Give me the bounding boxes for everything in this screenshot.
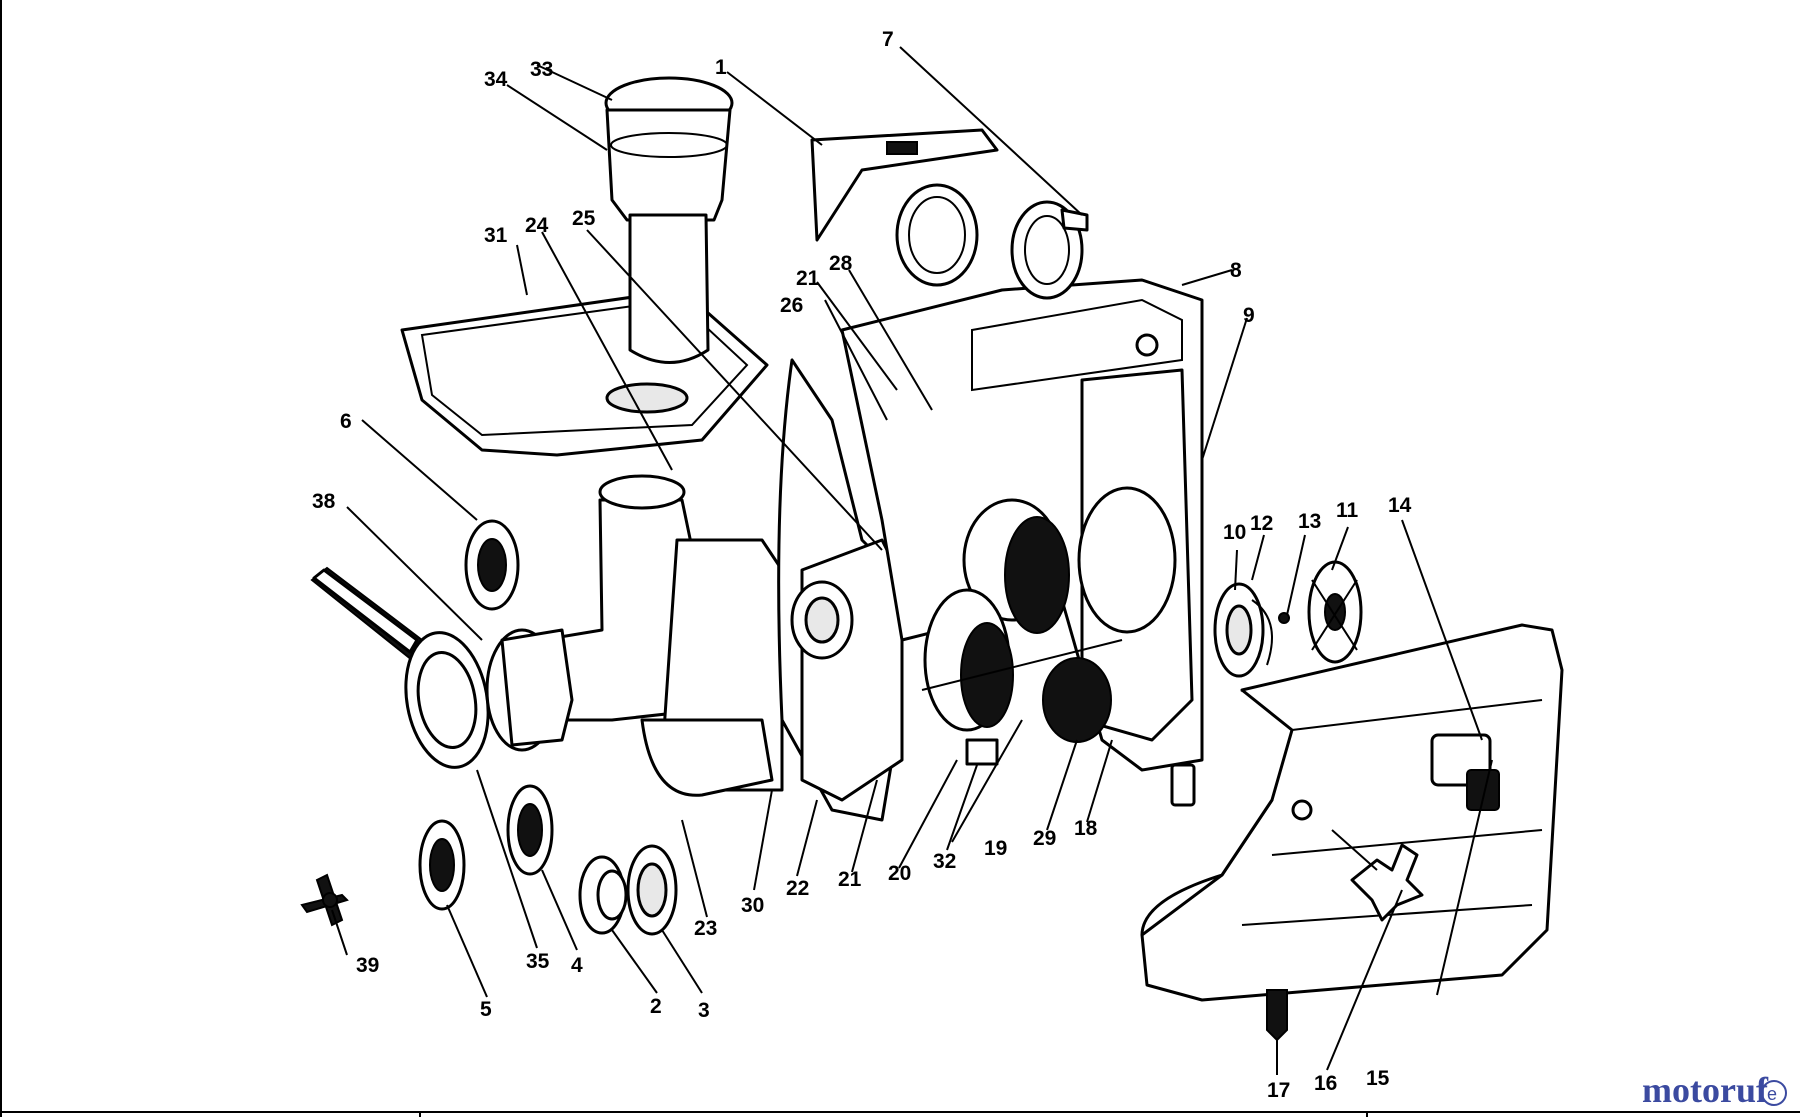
label-25: 25 bbox=[572, 207, 596, 230]
label-8: 8 bbox=[1230, 259, 1242, 282]
label-16: 16 bbox=[1314, 1072, 1337, 1095]
gear-train bbox=[921, 498, 1123, 766]
label-1: 1 bbox=[715, 56, 727, 79]
label-24: 24 bbox=[525, 214, 549, 237]
label-20: 20 bbox=[888, 862, 911, 885]
cutting-discs bbox=[418, 519, 678, 936]
label-23: 23 bbox=[694, 917, 717, 940]
label-21a: 21 bbox=[796, 267, 820, 290]
label-13: 13 bbox=[1298, 510, 1321, 533]
watermark-suffix: e bbox=[1767, 1084, 1777, 1104]
fan-parts bbox=[1213, 560, 1363, 678]
gear-housing bbox=[777, 358, 904, 822]
cutting-blade bbox=[300, 873, 349, 927]
label-26: 26 bbox=[780, 294, 803, 317]
watermark-logo: motoruf e bbox=[1642, 1070, 1787, 1110]
rear-cover bbox=[1140, 623, 1564, 1042]
label-6: 6 bbox=[340, 410, 352, 433]
label-21b: 21 bbox=[838, 868, 862, 891]
label-9: 9 bbox=[1243, 304, 1255, 327]
label-11: 11 bbox=[1336, 499, 1359, 522]
label-2: 2 bbox=[650, 995, 662, 1018]
label-4: 4 bbox=[571, 954, 583, 977]
label-12: 12 bbox=[1250, 512, 1273, 535]
label-14: 14 bbox=[1388, 494, 1412, 517]
label-34: 34 bbox=[484, 68, 508, 91]
leader-lines bbox=[331, 46, 1493, 1075]
label-35: 35 bbox=[526, 950, 550, 973]
label-18: 18 bbox=[1074, 817, 1098, 840]
label-19: 19 bbox=[984, 837, 1007, 860]
label-17: 17 bbox=[1267, 1079, 1290, 1102]
label-29: 29 bbox=[1033, 827, 1056, 850]
label-10: 10 bbox=[1223, 521, 1246, 544]
label-15: 15 bbox=[1366, 1067, 1390, 1090]
label-38: 38 bbox=[312, 490, 336, 513]
label-39: 39 bbox=[356, 954, 379, 977]
grinder-head bbox=[530, 474, 784, 797]
food-pusher bbox=[604, 76, 734, 364]
motor-top bbox=[810, 128, 1089, 300]
label-5: 5 bbox=[480, 998, 492, 1021]
label-30: 30 bbox=[741, 894, 764, 917]
label-33: 33 bbox=[530, 58, 553, 81]
watermark-text: motoruf bbox=[1642, 1070, 1769, 1110]
label-22: 22 bbox=[786, 877, 809, 900]
food-tray bbox=[400, 288, 769, 457]
label-3: 3 bbox=[698, 999, 710, 1022]
part-labels: 1 2 3 4 5 6 7 8 9 10 11 12 13 14 15 16 1… bbox=[312, 28, 1412, 1102]
label-32: 32 bbox=[933, 850, 956, 873]
label-7: 7 bbox=[882, 28, 894, 51]
label-28: 28 bbox=[829, 252, 853, 275]
label-31: 31 bbox=[484, 224, 508, 247]
grinder-collar bbox=[310, 566, 574, 769]
